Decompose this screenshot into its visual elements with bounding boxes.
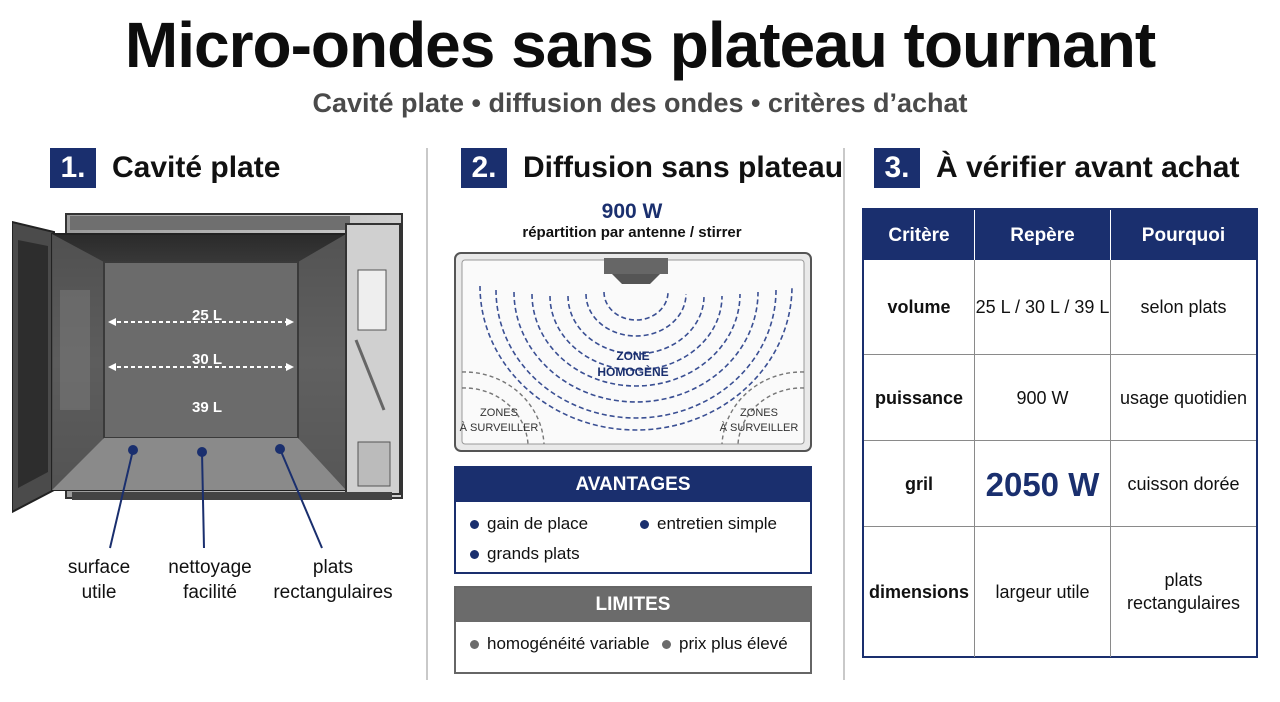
table-header-row: Critère Repère Pourquoi: [864, 210, 1256, 260]
capacity-label-39: 39 L: [192, 399, 222, 416]
table-row: gril 2050 W cuisson dorée: [864, 440, 1256, 527]
zone-right-label-2: À SURVEILLER: [720, 421, 799, 434]
section-number: 3.: [874, 148, 920, 188]
limits-title: LIMITES: [456, 588, 810, 622]
advantage-item: gain de place: [470, 514, 588, 534]
capacity-label-30: 30 L: [192, 351, 222, 368]
oven-cavity-illustration: 25 L 30 L 39 L: [12, 213, 403, 514]
limit-item: homogénéité variable: [470, 634, 650, 654]
bullet-icon: [470, 519, 479, 529]
table-cell-critere: dimensions: [868, 581, 970, 602]
zone-center-label-2: HOMOGÈNE: [597, 364, 668, 379]
table-header-cell: Repère: [974, 210, 1110, 260]
table-cell-pourquoi: selon plats: [1110, 260, 1256, 354]
zone-center-label-1: ZONE: [616, 349, 649, 363]
table-cell-critere: volume: [887, 296, 951, 317]
power-value: 900 W: [601, 200, 663, 223]
limits-box: LIMITES homogénéité variable prix plus é…: [454, 586, 812, 674]
table-cell-critere: gril: [904, 473, 933, 494]
column-divider: [426, 148, 428, 680]
advantages-box: AVANTAGES gain de place entretien simple…: [454, 466, 812, 574]
page-title: Micro-ondes sans plateau tournant: [124, 9, 1156, 81]
table-cell-repere: 25 L / 30 L / 39 L: [974, 260, 1110, 354]
section-title: À vérifier avant achat: [936, 151, 1240, 184]
section-header-diffusion: 2. Diffusion sans plateau: [461, 148, 843, 188]
section-title: Cavité plate: [112, 151, 281, 184]
antenna-icon: [604, 258, 668, 274]
advantages-title: AVANTAGES: [456, 468, 810, 502]
bullet-icon: [640, 519, 649, 529]
advantage-item: entretien simple: [640, 514, 777, 534]
table-row: volume 25 L / 30 L / 39 L selon plats: [864, 260, 1256, 354]
section-header-cavity: 1. Cavité plate: [50, 148, 280, 188]
table-cell-critere: puissance: [874, 387, 964, 408]
limit-item: prix plus élevé: [662, 634, 788, 654]
criteria-table: Critère Repère Pourquoi volume 25 L / 30…: [862, 208, 1258, 658]
section-number: 1.: [50, 148, 96, 188]
table-cell-repere: largeur utile: [974, 527, 1110, 657]
table-cell-pourquoi: cuisson dorée: [1110, 441, 1256, 527]
table-header-cell: Pourquoi: [1110, 210, 1256, 260]
zone-left-label-1: ZONES: [480, 407, 518, 419]
power-description: répartition par antenne / stirrer: [522, 224, 742, 241]
capacity-label-25: 25 L: [192, 307, 222, 324]
table-cell-pourquoi: usage quotidien: [1110, 355, 1256, 441]
table-cell-repere: 900 W: [974, 355, 1110, 441]
wave-arcs: [479, 285, 793, 431]
wave-diffusion-diagram: ZONE HOMOGÈNE ZONES À SURVEILLER ZONES À…: [454, 252, 812, 452]
bullet-icon: [470, 639, 479, 649]
section-header-checklist: 3. À vérifier avant achat: [874, 148, 1239, 188]
page-subtitle: Cavité plate • diffusion des ondes • cri…: [312, 88, 968, 118]
section-title: Diffusion sans plateau: [523, 151, 844, 184]
table-header-cell: Critère: [864, 210, 974, 260]
section-number: 2.: [461, 148, 507, 188]
bullet-icon: [662, 639, 671, 649]
column-divider: [843, 148, 845, 680]
advantage-item: grands plats: [470, 544, 580, 564]
table-row: puissance 900 W usage quotidien: [864, 354, 1256, 441]
zone-left-label-2: À SURVEILLER: [460, 421, 539, 434]
cavity-back-wall: [103, 261, 299, 439]
zone-right-label-1: ZONES: [740, 407, 778, 419]
table-cell-repere: 2050 W: [974, 441, 1110, 527]
bullet-icon: [470, 549, 479, 559]
